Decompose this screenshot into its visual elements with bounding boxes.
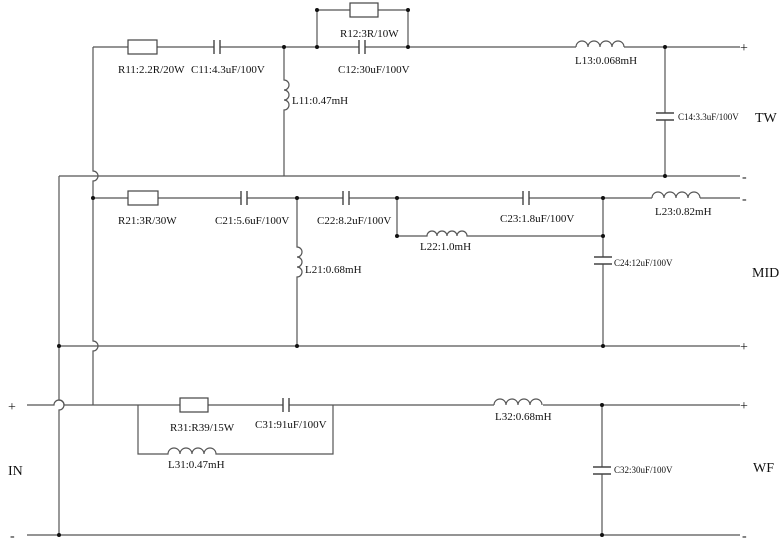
capacitor-c31 bbox=[282, 398, 290, 412]
inductor-l22 bbox=[396, 198, 603, 237]
junction-dot bbox=[91, 196, 95, 200]
label-c14: C14:3.3uF/100V bbox=[678, 112, 739, 122]
in-minus-terminal: - bbox=[10, 529, 15, 544]
tw-plus-terminal: + bbox=[740, 41, 748, 56]
wf-minus-terminal: - bbox=[742, 529, 747, 544]
wf-label: WF bbox=[753, 461, 774, 476]
junction-dot bbox=[406, 8, 410, 12]
resistor-r12 bbox=[349, 2, 379, 18]
junction-dot bbox=[600, 533, 604, 537]
label-c22: C22:8.2uF/100V bbox=[317, 215, 391, 227]
label-c11: C11:4.3uF/100V bbox=[191, 64, 265, 76]
resistor-r31 bbox=[179, 397, 209, 413]
terminal-labels: + - TW - + MID + - WF + - IN bbox=[8, 41, 779, 544]
mid-circuit: R21:3R/30W C21:5.6uF/100V C22:8.2uF/100V… bbox=[93, 190, 740, 346]
junction-dot bbox=[600, 403, 604, 407]
label-l22: L22:1.0mH bbox=[420, 241, 471, 253]
label-l23: L23:0.82mH bbox=[655, 206, 712, 218]
junction-dot bbox=[663, 45, 667, 49]
resistor-r21 bbox=[127, 190, 159, 206]
capacitor-c32 bbox=[593, 466, 611, 475]
junctions bbox=[57, 8, 667, 537]
inductor-l23 bbox=[651, 191, 701, 199]
tw-minus-terminal: - bbox=[742, 170, 747, 185]
inductor-l13 bbox=[575, 40, 625, 48]
inductor-l32 bbox=[493, 398, 543, 406]
wf-plus-terminal: + bbox=[740, 399, 748, 414]
mid-label: MID bbox=[752, 266, 779, 281]
junction-dot bbox=[601, 344, 605, 348]
label-c23: C23:1.8uF/100V bbox=[500, 213, 574, 225]
wire-input-plus bbox=[92, 47, 99, 405]
capacitor-c21 bbox=[240, 191, 248, 205]
label-c24: C24:12uF/100V bbox=[614, 258, 673, 268]
mid-plus-terminal: + bbox=[740, 340, 748, 355]
wire bbox=[27, 399, 740, 406]
junction-dot bbox=[395, 196, 399, 200]
junction-dot bbox=[295, 344, 299, 348]
tw-label: TW bbox=[755, 111, 778, 126]
junction-dot bbox=[601, 234, 605, 238]
junction-dot bbox=[601, 196, 605, 200]
inductor-l11 bbox=[283, 47, 290, 176]
capacitor-c14 bbox=[656, 112, 674, 121]
label-c31: C31:91uF/100V bbox=[255, 419, 327, 431]
label-r21: R21:3R/30W bbox=[118, 215, 177, 227]
bus-wiring bbox=[58, 47, 740, 535]
label-c21: C21:5.6uF/100V bbox=[215, 215, 289, 227]
inductor-l31 bbox=[137, 405, 334, 455]
junction-dot bbox=[282, 45, 286, 49]
junction-dot bbox=[57, 533, 61, 537]
label-l11: L11:0.47mH bbox=[292, 95, 348, 107]
in-label: IN bbox=[8, 464, 23, 479]
label-r31: R31:R39/15W bbox=[170, 422, 235, 434]
label-c32: C32:30uF/100V bbox=[614, 465, 673, 475]
junction-dot bbox=[315, 45, 319, 49]
label-c12: C12:30uF/100V bbox=[338, 64, 410, 76]
mid-minus-terminal: - bbox=[742, 192, 747, 207]
capacitor-c11 bbox=[213, 40, 221, 54]
capacitor-c23 bbox=[522, 191, 530, 205]
in-plus-terminal: + bbox=[8, 400, 16, 415]
junction-dot bbox=[663, 174, 667, 178]
label-l32: L32:0.68mH bbox=[495, 411, 552, 423]
label-r12: R12:3R/10W bbox=[340, 28, 399, 40]
wire-input-minus bbox=[58, 176, 65, 535]
junction-dot bbox=[295, 196, 299, 200]
junction-dot bbox=[395, 234, 399, 238]
tweeter-circuit: R11:2.2R/20W C11:4.3uF/100V R12:3R/10W C… bbox=[93, 2, 740, 176]
woofer-circuit: R31:R39/15W C31:91uF/100V L31:0.47mH L32… bbox=[27, 397, 740, 536]
capacitor-c22 bbox=[342, 191, 350, 205]
label-l21: L21:0.68mH bbox=[305, 264, 362, 276]
capacitor-c12 bbox=[358, 40, 366, 54]
label-l13: L13:0.068mH bbox=[575, 55, 637, 67]
capacitor-c24 bbox=[594, 256, 612, 265]
label-r11: R11:2.2R/20W bbox=[118, 64, 185, 76]
junction-dot bbox=[406, 45, 410, 49]
junction-dot bbox=[57, 344, 61, 348]
label-l31: L31:0.47mH bbox=[168, 459, 225, 471]
junction-dot bbox=[315, 8, 319, 12]
inductor-l21 bbox=[296, 198, 303, 346]
resistor-r11 bbox=[127, 39, 158, 55]
